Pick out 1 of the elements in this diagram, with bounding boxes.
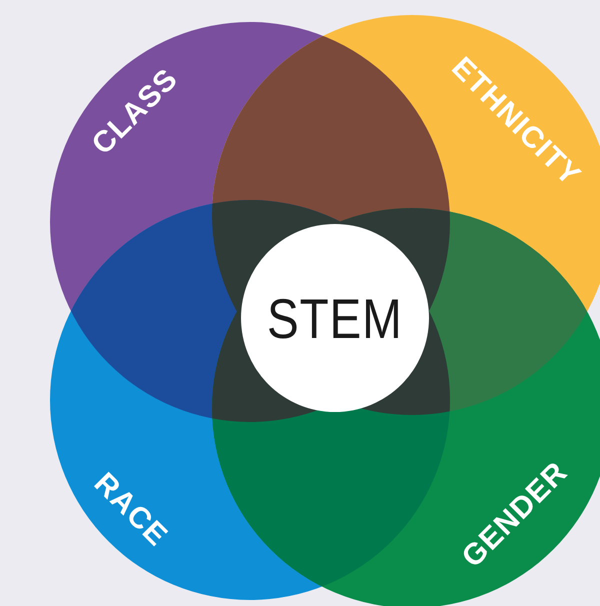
center-label: STEM (266, 286, 403, 350)
